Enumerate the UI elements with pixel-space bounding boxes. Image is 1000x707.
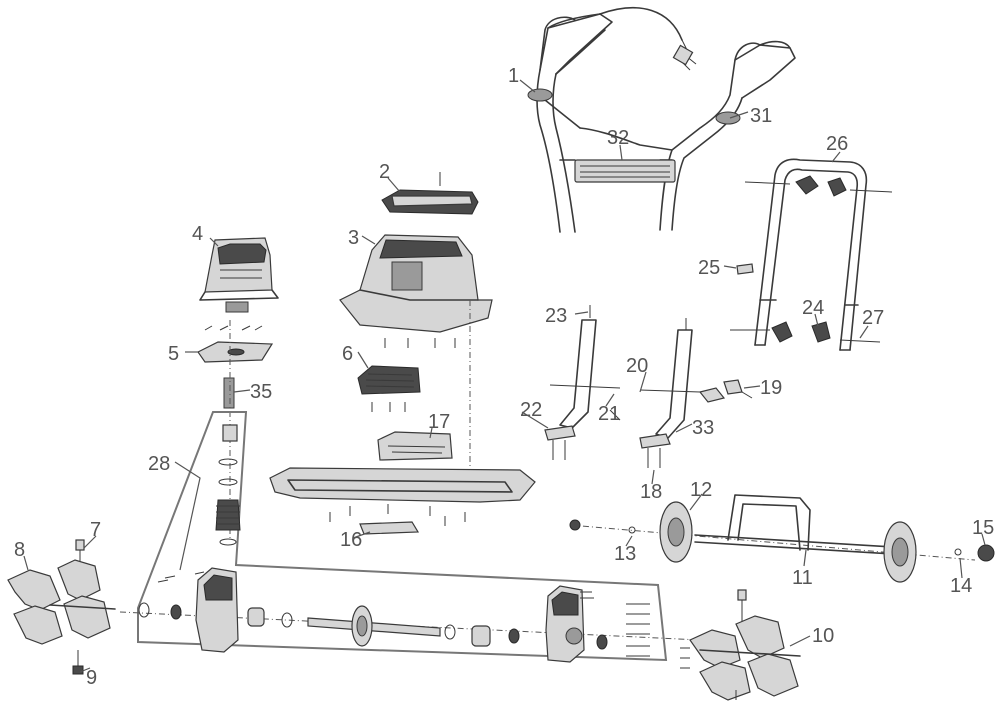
- wheel-arms: [544, 305, 753, 468]
- callout-33: 33: [692, 417, 714, 439]
- leader-lines: [23, 79, 986, 673]
- callout-25: 25: [698, 257, 720, 279]
- callout-24: 24: [802, 297, 824, 319]
- callout-22: 22: [520, 399, 542, 421]
- motor-housing: [339, 234, 493, 470]
- left-tines: [7, 539, 116, 675]
- callout-10: 10: [812, 625, 834, 647]
- callout-3: 3: [348, 227, 359, 249]
- drive-shaft: [223, 377, 235, 409]
- callout-35: 35: [250, 381, 272, 403]
- callouts: 1 2 3 4 5 6 7 8 9 10 11 12 13 14 15 16 1…: [14, 65, 994, 689]
- callout-11: 11: [792, 567, 813, 589]
- callout-16: 16: [340, 529, 362, 551]
- callout-28: 28: [148, 453, 170, 475]
- callout-31: 31: [750, 105, 772, 127]
- callout-8: 8: [14, 539, 25, 561]
- callout-20: 20: [626, 355, 648, 377]
- upper-handle: [527, 7, 796, 233]
- callout-9: 9: [86, 667, 97, 689]
- callout-6: 6: [342, 343, 353, 365]
- callout-17: 17: [428, 411, 450, 433]
- callout-27: 27: [862, 307, 884, 329]
- callout-1: 1: [508, 65, 519, 87]
- callout-19: 19: [760, 377, 782, 399]
- callout-15: 15: [972, 517, 994, 539]
- callout-18: 18: [640, 481, 662, 503]
- callout-2: 2: [379, 161, 390, 183]
- callout-4: 4: [192, 223, 203, 245]
- motor: [199, 237, 279, 331]
- callout-13: 13: [614, 543, 636, 565]
- callout-5: 5: [168, 343, 179, 365]
- callout-23: 23: [545, 305, 567, 327]
- right-tines: [680, 589, 801, 701]
- gearbox-assembly: [119, 424, 701, 663]
- callout-21: 21: [598, 403, 620, 425]
- callout-12: 12: [690, 479, 712, 501]
- callout-14: 14: [950, 575, 972, 597]
- callout-26: 26: [826, 133, 848, 155]
- switch-cover: [381, 172, 479, 215]
- callout-7: 7: [90, 519, 101, 541]
- gearbox-frame: [137, 411, 668, 662]
- gasket: [359, 521, 420, 535]
- wheel-axle: [569, 494, 995, 583]
- callout-32: 32: [607, 127, 629, 149]
- lower-handle-frame: [730, 158, 893, 351]
- base-plate: [269, 467, 536, 526]
